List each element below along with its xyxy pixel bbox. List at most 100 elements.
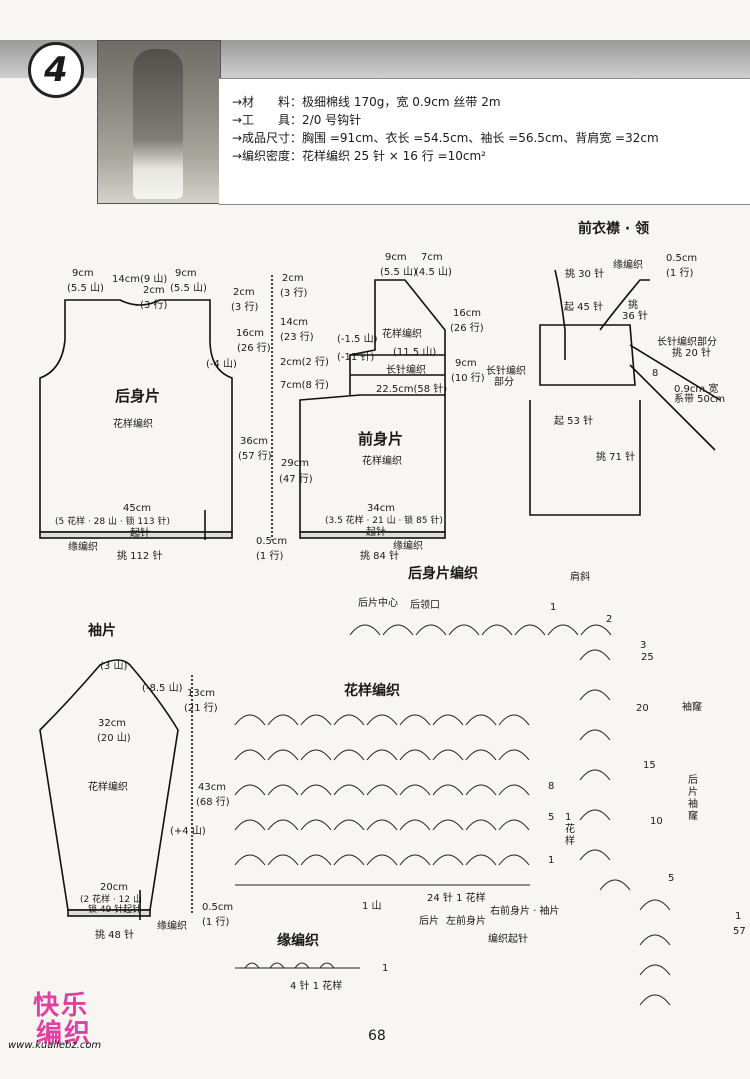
- back-neck-rows: (3 行): [140, 300, 168, 311]
- logo-url: www.kuailebz.com: [8, 1040, 102, 1051]
- back-top-dim: (5.5 山): [67, 283, 104, 294]
- back-piece-pattern: 花样编织: [113, 419, 153, 430]
- back-chart-label: 肩斜: [570, 572, 590, 583]
- edge-chart-row: 1: [382, 963, 389, 974]
- front-placket-title: 前衣襟 · 领: [578, 221, 650, 237]
- front-edge-label: 缘编织: [393, 541, 423, 552]
- back-top-dim: (5.5 山): [170, 283, 207, 294]
- spec-materials: →材 料：极细棉线 170g，宽 0.9cm 丝带 2m: [232, 95, 501, 109]
- sleeve-label: (1 行): [202, 917, 230, 928]
- back-height-dim: 36cm: [240, 436, 268, 447]
- pattern-chart-row: 1: [548, 855, 555, 866]
- back-armhole-dim: 14cm: [280, 317, 308, 328]
- placket-label: 36 针: [622, 311, 648, 322]
- placket-label: 8: [652, 368, 659, 379]
- back-chart-row: 57: [733, 926, 746, 937]
- pattern-chart-title: 花样编织: [344, 683, 400, 699]
- back-top-dim: 14cm(9 山): [112, 274, 168, 285]
- pattern-chart-label: 后片: [419, 916, 439, 927]
- back-chart-label: 袖窿: [682, 702, 702, 713]
- back-top-dim: 9cm: [175, 268, 197, 279]
- front-bottom-dim: 34cm: [367, 503, 395, 514]
- pattern-chart-motifs: [234, 714, 530, 886]
- logo-text: 编织: [36, 1019, 93, 1049]
- front-left-label: (-1.5 山): [337, 334, 378, 345]
- back-chart-label: 后片袖窿: [688, 775, 698, 822]
- spec-gauge: →编织密度：花样编织 25 针 × 16 行 =10cm²: [232, 149, 486, 163]
- sleeve-label: 缘编织: [157, 921, 187, 932]
- front-inner-stitch: 长针编织: [386, 365, 426, 376]
- back-neck-dim: 2cm: [143, 285, 165, 296]
- front-piece-title: 前身片: [358, 430, 404, 448]
- front-top-dim: (5.5 山): [380, 267, 417, 278]
- pattern-chart-label: 左前身片: [446, 916, 486, 927]
- pattern-chart-label: 编织起针: [488, 934, 528, 945]
- pattern-chart-label: 1 山: [362, 901, 382, 912]
- pattern-chart-repeat: 1 花样: [565, 812, 575, 847]
- placket-label: 起 45 针: [564, 302, 604, 313]
- edge-chart-motifs: [235, 962, 360, 969]
- back-piece-title: 后身片: [115, 387, 161, 405]
- sleeve-label: 锁 49 针起针: [88, 905, 142, 915]
- pattern-chart-label: 右前身片 · 袖片: [490, 906, 560, 917]
- back-chart-title: 后身片编织: [408, 566, 478, 582]
- placket-label: 系带 50cm: [674, 394, 726, 405]
- back-chart-motifs: [349, 624, 671, 1006]
- back-chart-row: 2: [606, 614, 613, 625]
- back-pickup-label: 挑 112 针: [117, 551, 163, 562]
- back-armhole-dim: (-4 山): [206, 359, 237, 370]
- back-chart-row: 25: [641, 652, 654, 663]
- spec-tools: →工 具：2/0 号钩针: [232, 113, 362, 127]
- sleeve-label: (+4 山): [170, 826, 206, 837]
- placket-label: 长针编织: [486, 366, 526, 377]
- sleeve-label: (3 山): [100, 661, 128, 672]
- front-right-dim: (26 行): [450, 323, 484, 334]
- front-right-dim: (10 行): [451, 373, 485, 384]
- front-right-dim: 16cm: [453, 308, 481, 319]
- back-right-dim: (3 行): [231, 302, 259, 313]
- back-armhole-dim: (23 行): [280, 332, 314, 343]
- placket-label: (1 行): [666, 268, 694, 279]
- back-armhole-dim: 16cm: [236, 328, 264, 339]
- back-chart-row: 10: [650, 816, 663, 827]
- front-top-dim: (4.5 山): [415, 267, 452, 278]
- back-right-dim: 2cm: [233, 287, 255, 298]
- back-top-dim: 9cm: [72, 268, 94, 279]
- back-bottom-dim: (5 花样 · 28 山 · 锁 113 针): [55, 517, 170, 527]
- back-chart-label: 后片中心: [358, 598, 398, 609]
- spec-size: →成品尺寸：胸围 =91cm、衣长 =54.5cm、袖长 =56.5cm、背肩宽…: [232, 131, 659, 145]
- back-right-dim: 2cm: [282, 273, 304, 284]
- pattern-number: 4: [44, 50, 68, 90]
- sleeve-label: (68 行): [196, 797, 230, 808]
- back-height-dim: (57 行): [238, 451, 272, 462]
- back-edge-rows: (1 行): [256, 551, 284, 562]
- back-edge-label: 缘编织: [68, 542, 98, 553]
- spec-box: [219, 78, 750, 205]
- front-top-dim: 9cm: [385, 252, 407, 263]
- back-chart-row: 20: [636, 703, 649, 714]
- back-bottom-dim: 起针: [130, 528, 150, 539]
- pattern-number-badge: 4: [28, 42, 84, 98]
- sleeve-label: 挑 48 针: [95, 930, 135, 941]
- sleeve-label: (-8.5 山): [142, 683, 183, 694]
- placket-label: 部分: [494, 377, 514, 388]
- front-inner-dim: 22.5cm(58 针): [376, 384, 448, 395]
- back-height-dim: (47 行): [279, 474, 313, 485]
- placket-label: 挑 71 针: [596, 452, 636, 463]
- back-right-dim: (3 行): [280, 288, 308, 299]
- back-chart-row: 1: [550, 602, 557, 613]
- placket-label: 长针编织部分: [657, 337, 717, 348]
- sleeve-label: 0.5cm: [202, 902, 234, 913]
- pattern-chart-row: 8: [548, 781, 555, 792]
- placket-label: 起 53 针: [554, 416, 594, 427]
- front-right-dim: 9cm: [455, 358, 477, 369]
- sleeve-label: (21 行): [184, 703, 218, 714]
- sleeve-label: 花样编织: [88, 782, 128, 793]
- back-bottom-dim: 45cm: [123, 503, 151, 514]
- edge-chart-repeat: 4 针 1 花样: [290, 981, 343, 992]
- front-inner-pattern: 花样编织: [382, 329, 422, 340]
- edge-chart-title: 缘编织: [277, 933, 319, 949]
- pattern-chart-label: 24 针 1 花样: [427, 893, 486, 904]
- logo-text: 快乐: [33, 991, 90, 1021]
